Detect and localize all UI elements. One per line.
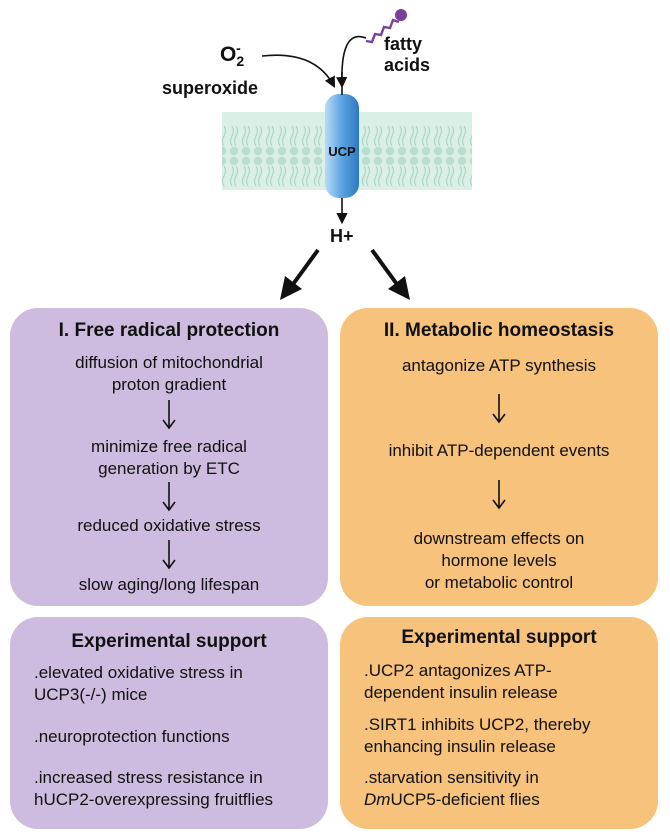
fatty-acid-head-icon — [395, 9, 407, 21]
superoxide-label: superoxide — [162, 78, 259, 98]
left-branch-arrow — [280, 248, 320, 300]
right-support-title: Experimental support — [401, 627, 597, 648]
proton-label: H+ — [330, 226, 354, 246]
step-slow-aging: slow aging/long lifespan — [78, 575, 260, 594]
free-radical-title: I. Free radical protection — [58, 320, 280, 341]
superoxide-arrow — [261, 54, 336, 88]
support-item-stress-resistance: .increased stress resistance in hUCP2-ov… — [34, 768, 274, 809]
support-item-oxidative: .elevated oxidative stress in UCP3(-/-) … — [34, 663, 243, 704]
step-reduced-stress: reduced oxidative stress — [77, 516, 261, 535]
down-arrow-icon — [492, 394, 506, 424]
step-diffusion: diffusion of mitochondrial proton gradie… — [75, 353, 263, 394]
o2-label: O2- — [220, 40, 245, 70]
step-downstream-effects: downstream effects on hormone levels or … — [413, 529, 585, 592]
membrane-illustration — [222, 9, 472, 300]
left-experimental-support-box: Experimental support .elevated oxidative… — [10, 617, 328, 829]
metabolic-homeostasis-box: II. Metabolic homeostasis antagonize ATP… — [340, 308, 658, 606]
support-item-ucp2-insulin: .UCP2 antagonizes ATP- dependent insulin… — [364, 661, 558, 702]
dm-species-prefix: Dm — [364, 790, 391, 809]
free-radical-protection-box: I. Free radical protection diffusion of … — [10, 308, 328, 606]
support-item-neuroprotection: .neuroprotection functions — [34, 727, 230, 746]
fatty-acid-chain — [365, 18, 400, 44]
metabolic-title: II. Metabolic homeostasis — [383, 320, 615, 341]
ucp-channel — [325, 94, 359, 198]
step-inhibit-atp-events: inhibit ATP-dependent events — [388, 441, 610, 460]
right-experimental-support-box: Experimental support .UCP2 antagonizes A… — [340, 617, 658, 829]
step-minimize: minimize free radical generation by ETC — [91, 437, 247, 478]
fatty-acid-arrow — [336, 35, 367, 89]
down-arrow-icon — [162, 540, 176, 570]
fatty-acids-label: fatty acids — [384, 34, 431, 75]
down-arrow-icon — [492, 480, 506, 510]
step-antagonize-atp: antagonize ATP synthesis — [401, 356, 597, 375]
support-item-sirt1: .SIRT1 inhibits UCP2, thereby enhancing … — [364, 715, 591, 756]
ucp-label: UCP — [328, 144, 356, 159]
right-branch-arrow — [370, 248, 410, 300]
down-arrow-icon — [162, 400, 176, 430]
support-item-starvation: .starvation sensitivity in DmUCP5-defici… — [364, 768, 540, 809]
left-support-title: Experimental support — [71, 631, 267, 652]
down-arrow-icon — [162, 482, 176, 512]
